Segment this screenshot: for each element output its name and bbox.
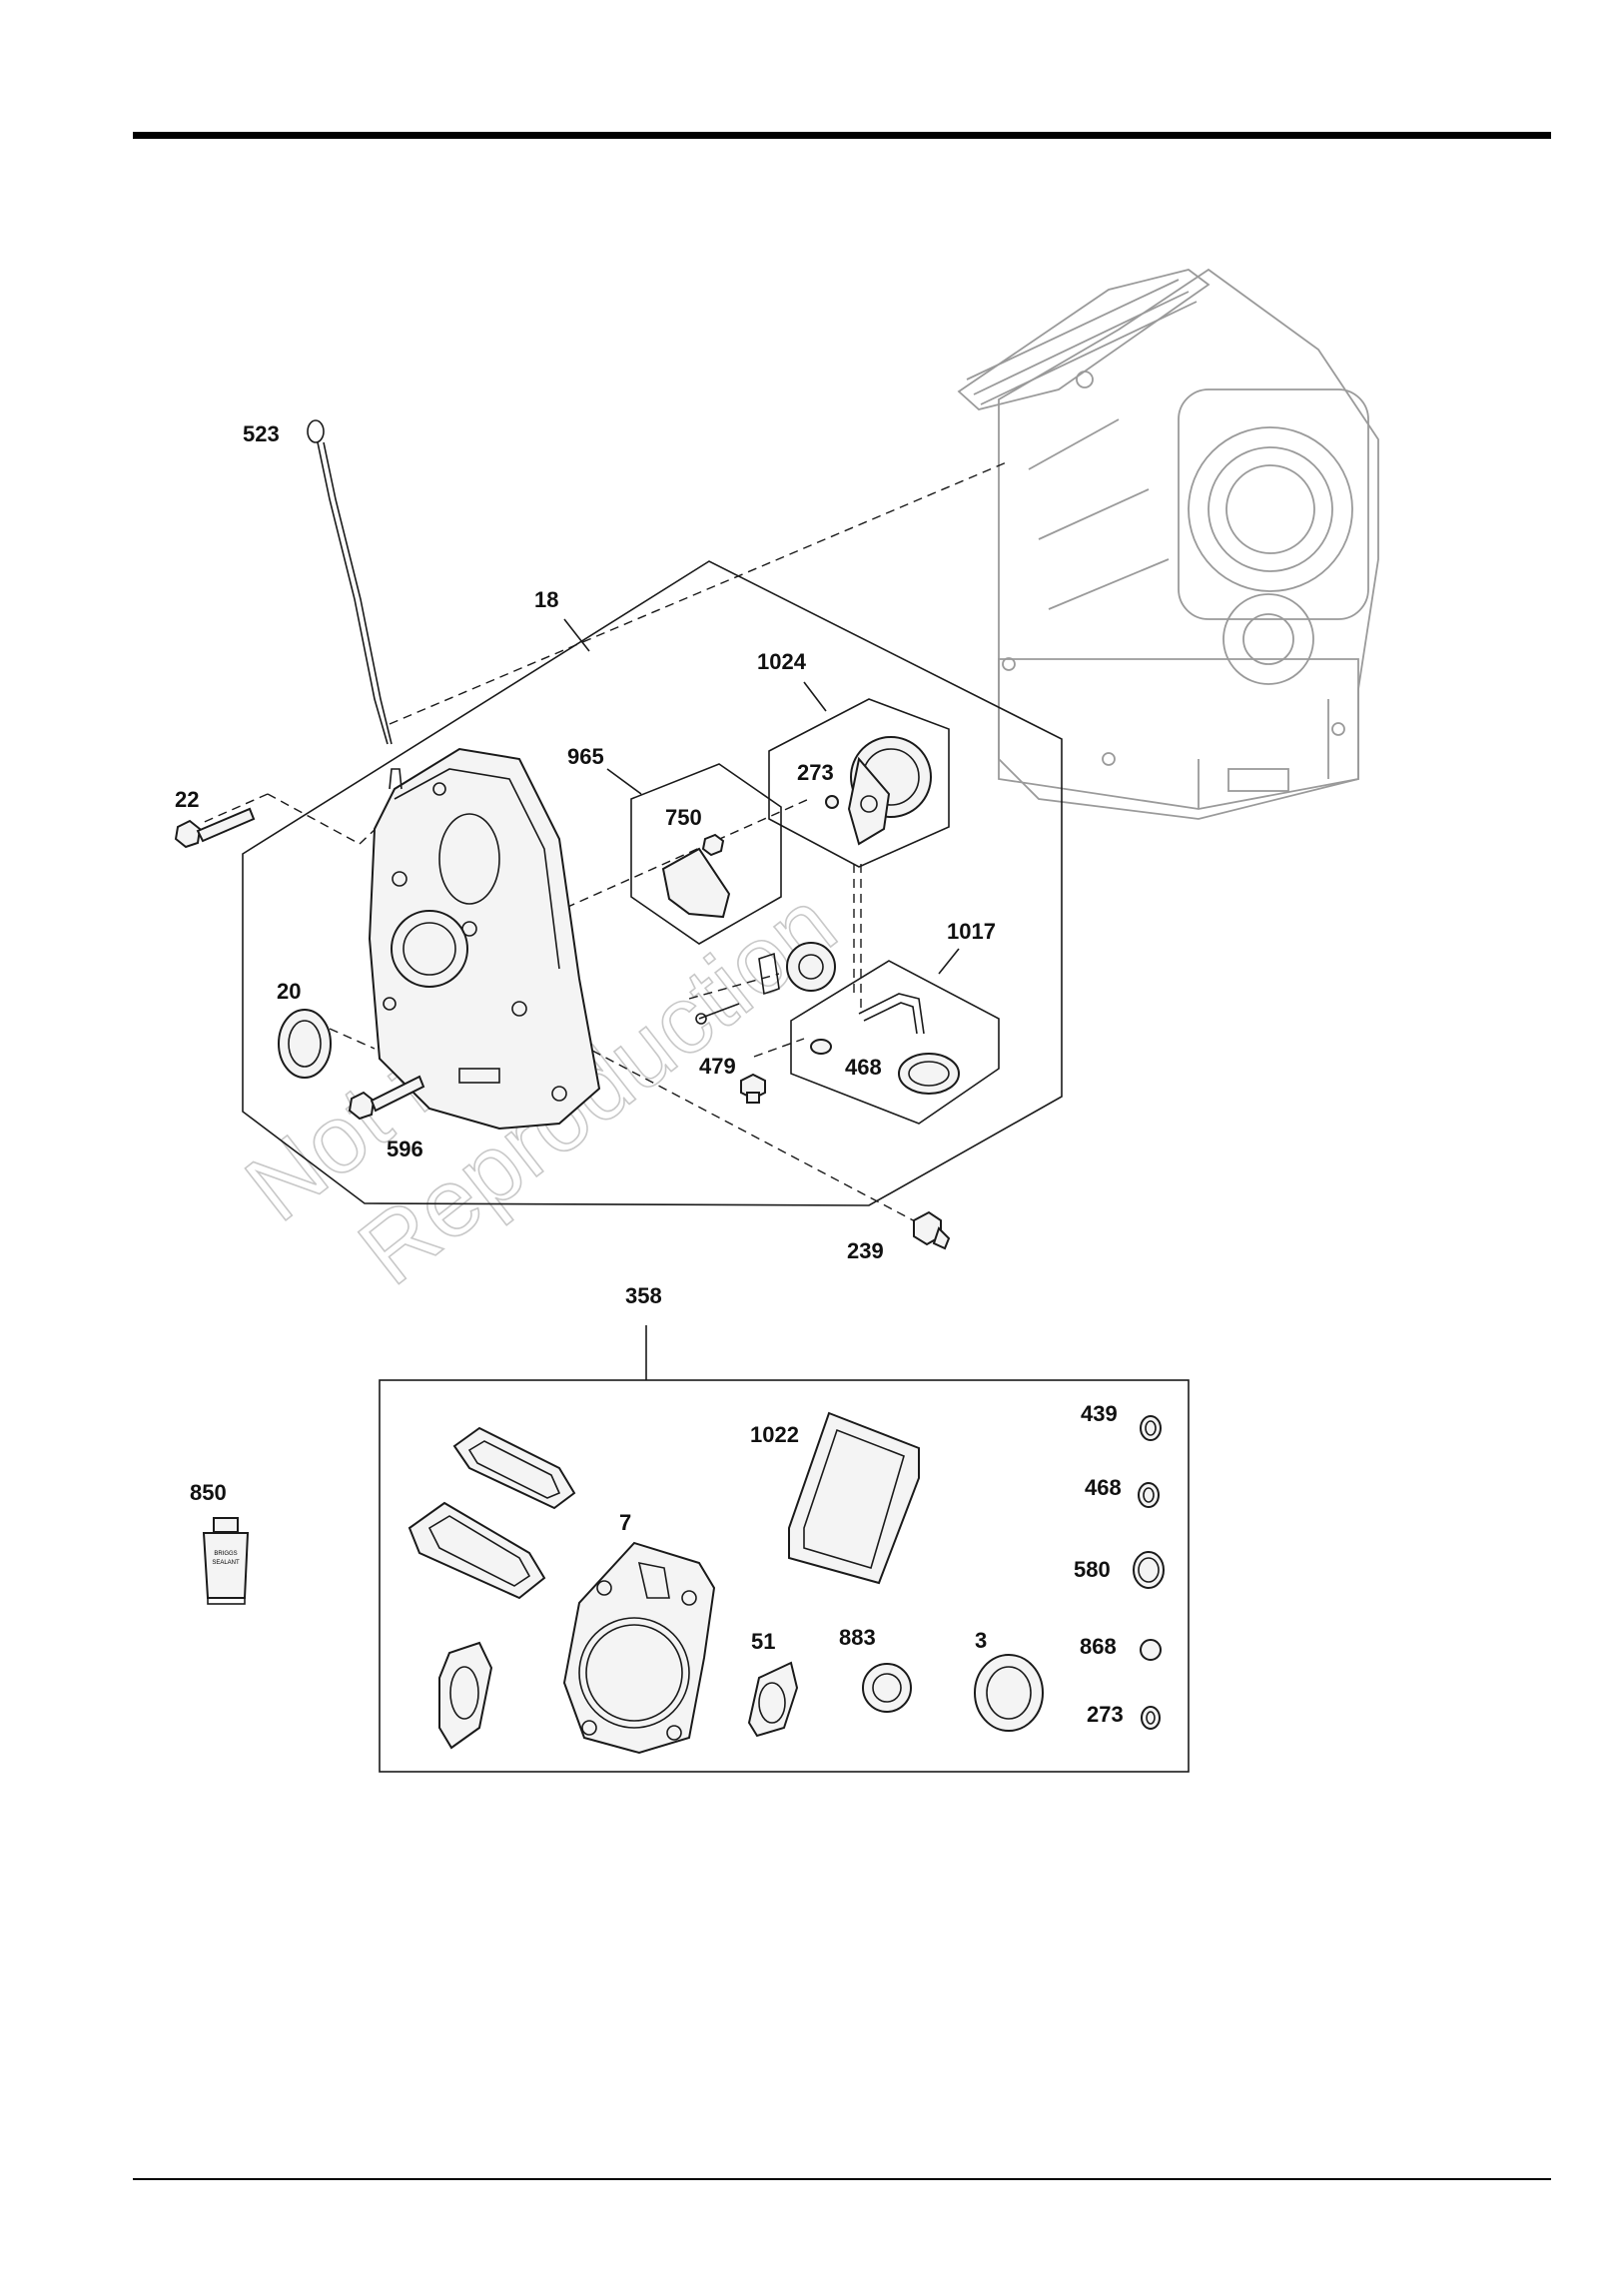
callout-468-a: 468 [845,1055,882,1080]
callout-580: 580 [1074,1557,1111,1582]
engine-block-illustration [959,270,1378,819]
footer-rule [133,2178,1551,2180]
callout-3: 3 [975,1628,987,1653]
callout-1022: 1022 [750,1422,799,1447]
seal-20-illustration [279,1010,331,1078]
callout-868: 868 [1080,1634,1117,1659]
callout-596: 596 [387,1137,423,1161]
sealant-label-line2: SEALANT [212,1560,240,1566]
oil-pickup-1017-illustration [811,994,959,1094]
sealant-label-line1: BRIGGS [214,1551,237,1557]
sealant-tube-850-illustration: BRIGGS SEALANT [204,1518,248,1604]
callout-358: 358 [625,1283,662,1308]
bolt-479-illustration [741,1075,765,1103]
callout-468-b: 468 [1085,1475,1122,1500]
callout-1024: 1024 [757,649,807,674]
header-rule [133,132,1551,139]
callout-965: 965 [567,744,604,769]
sensor-239-illustration [914,1212,949,1248]
callout-1017: 1017 [947,919,996,944]
callout-22: 22 [175,787,199,812]
callout-523: 523 [243,421,280,446]
callout-750: 750 [665,805,702,830]
bolt-22-illustration [176,809,254,847]
callout-7: 7 [619,1510,631,1535]
callout-273-b: 273 [1087,1702,1124,1727]
callout-479: 479 [699,1054,736,1079]
callout-51: 51 [751,1629,775,1654]
crankcase-cover-illustration [370,749,599,1129]
callout-20: 20 [277,979,301,1004]
oil-pump-1024-illustration [826,737,931,844]
callout-883: 883 [839,1625,876,1650]
gasket-set-358-parts [409,1413,1164,1753]
callout-273-a: 273 [797,760,834,785]
callout-18: 18 [534,587,558,612]
cover-750-illustration [663,835,729,917]
dipstick-illustration [308,420,392,744]
callout-850: 850 [190,1480,227,1505]
callout-239: 239 [847,1238,884,1263]
callout-439: 439 [1081,1401,1118,1426]
